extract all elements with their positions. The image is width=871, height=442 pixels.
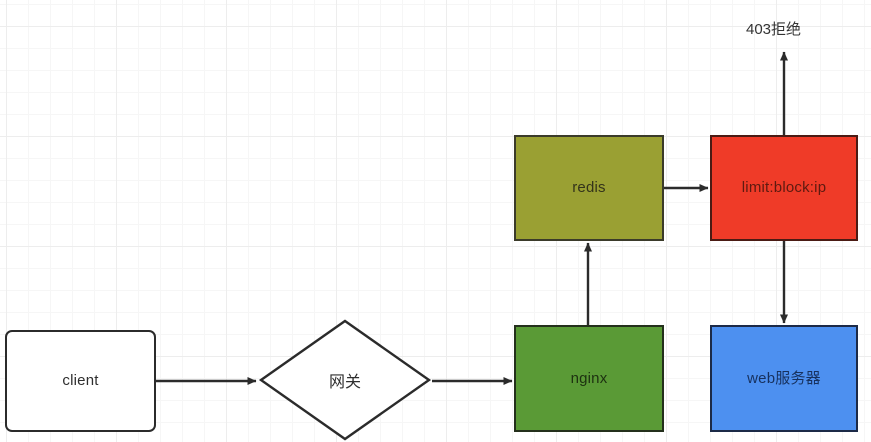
diamond-shape (258, 319, 432, 441)
node-gateway-label: 网关 (328, 374, 361, 391)
node-client-label: client (62, 372, 99, 389)
node-web-server[interactable]: web服务器 (710, 325, 858, 432)
node-limit-block-ip-label: limit:block:ip (741, 179, 827, 196)
node-redis-label: redis (572, 179, 606, 196)
node-nginx[interactable]: nginx (514, 325, 664, 432)
reject-label: 403拒绝 (746, 21, 802, 38)
node-client[interactable]: client (5, 330, 156, 432)
node-nginx-label: nginx (570, 369, 608, 387)
node-limit-block-ip[interactable]: limit:block:ip (710, 135, 858, 241)
node-web-server-label: web服务器 (747, 369, 821, 387)
node-gateway[interactable]: 网关 (258, 318, 432, 442)
node-redis[interactable]: redis (514, 135, 664, 241)
